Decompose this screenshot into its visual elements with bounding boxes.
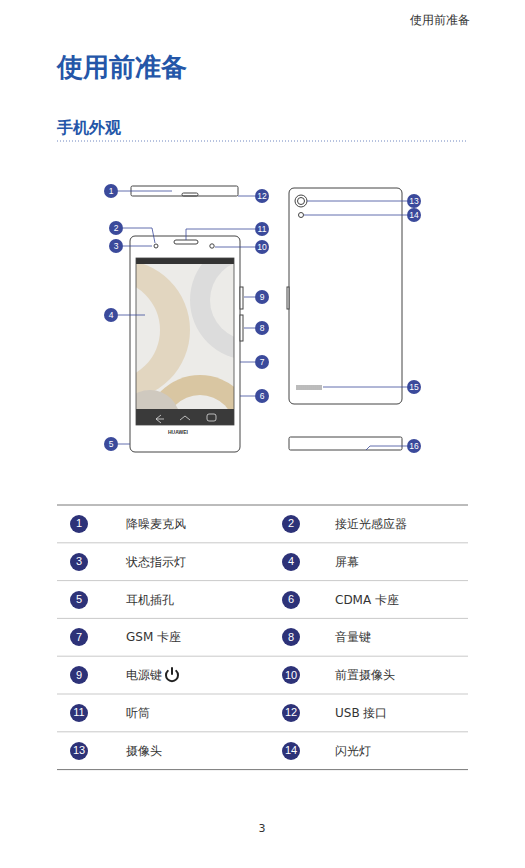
page-title: 使用前准备 xyxy=(57,52,187,83)
table-cell: USB 接口 xyxy=(335,706,387,720)
number-text: 2 xyxy=(288,518,294,529)
dotted-rule xyxy=(57,141,468,142)
table-number: 1 xyxy=(70,515,88,533)
callout-number: 4 xyxy=(104,308,118,322)
table-cell: GSM 卡座 xyxy=(126,630,181,644)
number-text: 6 xyxy=(288,594,294,605)
callout-number: 10 xyxy=(255,240,269,254)
callout-number: 15 xyxy=(407,380,421,394)
callout-number: 2 xyxy=(109,221,123,235)
table-cell: 摄像头 xyxy=(126,743,162,757)
number-text: 12 xyxy=(257,192,266,201)
number-text: 9 xyxy=(76,670,82,681)
running-header: 使用前准备 xyxy=(410,13,470,27)
number-text: 8 xyxy=(260,324,265,333)
page-number: 3 xyxy=(259,822,266,835)
table-number: 6 xyxy=(282,591,300,609)
callout-number: 3 xyxy=(109,239,123,253)
number-text: 11 xyxy=(258,225,267,234)
number-text: 7 xyxy=(76,632,82,643)
number-text: 10 xyxy=(285,670,297,681)
leader-lines xyxy=(118,191,407,450)
callout-number: 5 xyxy=(104,437,118,451)
table-cell: 闪光灯 xyxy=(335,743,371,757)
table-number: 10 xyxy=(282,666,300,684)
number-text: 1 xyxy=(109,187,114,196)
speaker-grille xyxy=(297,385,321,390)
table-cell: 降噪麦克风 xyxy=(126,517,186,531)
table-cell: 前置摄像头 xyxy=(335,668,395,682)
number-text: 3 xyxy=(76,556,82,567)
number-text: 15 xyxy=(409,383,418,392)
table-number: 5 xyxy=(70,591,88,609)
table-cell: 音量键 xyxy=(335,630,371,644)
number-text: 2 xyxy=(114,224,119,233)
table-number: 2 xyxy=(282,515,300,533)
number-text: 14 xyxy=(285,745,297,756)
number-text: 9 xyxy=(260,293,265,302)
number-text: 10 xyxy=(257,243,266,252)
number-text: 4 xyxy=(288,556,294,567)
number-text: 1 xyxy=(76,518,82,529)
callout-number: 12 xyxy=(255,189,269,203)
table-number: 13 xyxy=(70,742,88,760)
number-text: 8 xyxy=(288,632,294,643)
number-text: 5 xyxy=(76,594,82,605)
table-cell: 状态指示灯 xyxy=(126,554,186,568)
callout-number: 1 xyxy=(104,184,118,198)
callout-number: 11 xyxy=(255,222,269,236)
table-number: 7 xyxy=(70,628,88,646)
number-text: 16 xyxy=(409,442,418,451)
power-icon xyxy=(166,668,178,681)
table-number: 3 xyxy=(70,553,88,571)
table-number: 9 xyxy=(70,666,88,684)
callout-number: 14 xyxy=(407,208,421,222)
table-cell: 电源键 xyxy=(126,668,162,682)
callout-number: 8 xyxy=(255,321,269,335)
callout-number: 6 xyxy=(255,389,269,403)
number-text: 5 xyxy=(109,440,114,449)
table-number: 14 xyxy=(282,742,300,760)
table-cell: CDMA 卡座 xyxy=(335,592,399,606)
callout-number: 9 xyxy=(255,290,269,304)
table-cell: 接近光感应器 xyxy=(335,517,407,531)
screen xyxy=(136,258,234,425)
number-text: 6 xyxy=(260,392,265,401)
callout-number: 16 xyxy=(407,439,421,453)
number-text: 11 xyxy=(73,707,84,718)
number-text: 7 xyxy=(260,358,265,367)
number-text: 13 xyxy=(409,197,418,206)
table-number: 12 xyxy=(282,704,300,722)
table-cell: 屏幕 xyxy=(335,554,359,568)
number-text: 3 xyxy=(114,242,119,251)
table-number: 4 xyxy=(282,553,300,571)
section-heading: 手机外观 xyxy=(57,118,121,137)
number-text: 4 xyxy=(109,311,114,320)
number-text: 12 xyxy=(285,707,297,718)
table-number: 11 xyxy=(70,704,88,722)
brand-mark: HUAWEI xyxy=(168,429,188,435)
number-text: 14 xyxy=(409,211,418,220)
callout-number: 13 xyxy=(407,194,421,208)
table-cell: 耳机插孔 xyxy=(126,592,174,606)
number-text: 13 xyxy=(73,745,85,756)
table-cell: 听筒 xyxy=(126,706,150,720)
callout-number: 7 xyxy=(255,355,269,369)
table-number: 8 xyxy=(282,628,300,646)
table-rules xyxy=(57,505,468,770)
